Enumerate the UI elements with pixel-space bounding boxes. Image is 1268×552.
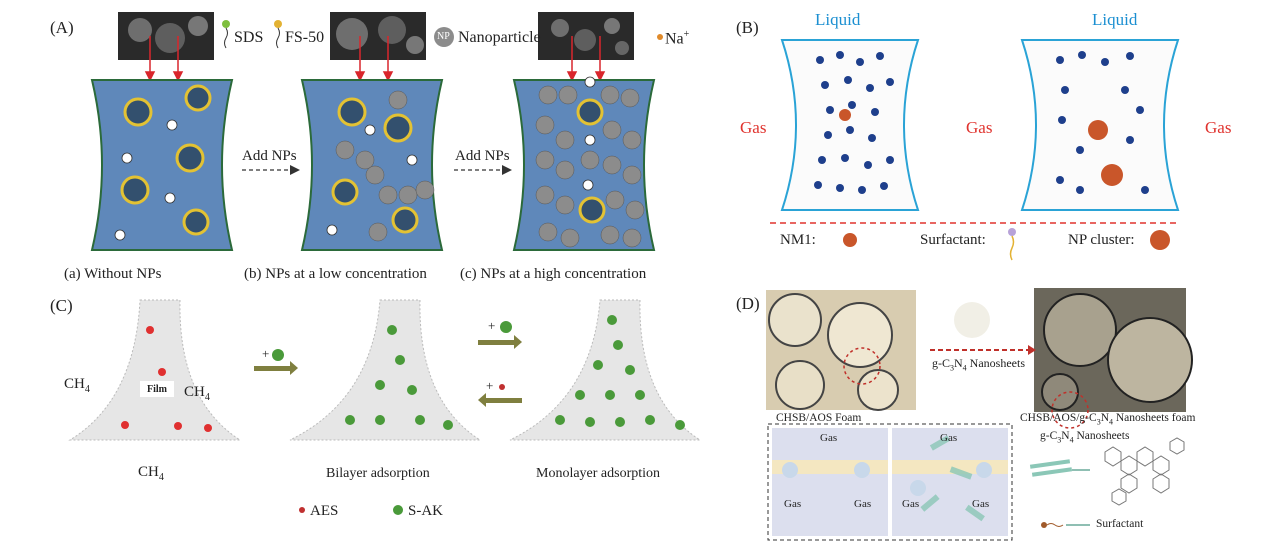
- legend-fs50-label: FS-50: [285, 29, 325, 46]
- bilayer-label: Bilayer adsorption: [326, 466, 430, 481]
- add-nps-label-2: Add NPs: [455, 148, 510, 164]
- zoom-gas-5: Gas: [902, 498, 920, 510]
- gas-label-right: Gas: [1205, 118, 1232, 137]
- panel-d-label: (D): [736, 294, 760, 313]
- monolayer-label: Monolayer adsorption: [536, 466, 661, 481]
- legend-sds-label: SDS: [234, 29, 264, 46]
- na-ion-icon: [657, 34, 663, 40]
- sak-legend-icon: [393, 505, 403, 515]
- plateau-c-middle: [289, 299, 482, 441]
- panel-b-label: (B): [736, 18, 759, 37]
- aes-legend-label: AES: [310, 503, 339, 519]
- legend-nm1-label: NM1:: [780, 232, 816, 248]
- legend-surfactant-d-label: Surfactant: [1096, 518, 1144, 530]
- nanosheets-label: g-C3N4 Nanosheets: [932, 356, 1025, 373]
- caption-a: (a) Without NPs: [64, 266, 162, 282]
- legend-na-label: Na+: [665, 29, 690, 48]
- ch4-bottom: CH4: [138, 464, 164, 483]
- sds-icon: [222, 20, 230, 28]
- panel-a-label: (A): [50, 18, 74, 37]
- caption-b: (b) NPs at a low concentration: [244, 266, 427, 282]
- zoom-gas-2: Gas: [784, 498, 802, 510]
- zoom-gas-3: Gas: [854, 498, 872, 510]
- plus-label-3: +: [486, 378, 494, 393]
- plus-label-1: +: [262, 346, 270, 361]
- legend-np-symbol: NP: [437, 31, 450, 42]
- arrow-c-1: [254, 366, 290, 371]
- np-cluster-icon: [1150, 230, 1170, 250]
- add-nps-label-1: Add NPs: [242, 148, 297, 164]
- plateau-c-left: [68, 299, 242, 441]
- nm1-icon: [843, 233, 857, 247]
- panel-c-label: (C): [50, 296, 73, 315]
- surfactant-icon: [1008, 228, 1016, 236]
- caption-c: (c) NPs at a high concentration: [460, 266, 647, 282]
- plateau-c-right: [509, 299, 702, 441]
- plateau-border-a: [90, 79, 234, 251]
- zoom-gas-1: Gas: [820, 432, 838, 444]
- plus-label-2: +: [488, 318, 496, 333]
- arrow-c-3: [486, 398, 522, 403]
- legend-np-cluster-label: NP cluster:: [1068, 232, 1135, 248]
- zoom-gas-4: Gas: [940, 432, 958, 444]
- composite-foam-label: CHSB/AOS/g-C3N4 Nanosheets foam: [1020, 412, 1196, 427]
- surfactant-legend-icon: [1041, 522, 1047, 528]
- sak-legend-label: S-AK: [408, 503, 444, 519]
- liquid-label-right: Liquid: [1092, 10, 1138, 29]
- nanoparticle-icon: [434, 27, 454, 47]
- fs50-icon: [274, 20, 282, 28]
- gas-label-middle: Gas: [966, 118, 993, 137]
- film-left: [780, 39, 920, 211]
- molecular-structure: [1104, 437, 1185, 506]
- aes-legend-icon: [299, 507, 305, 513]
- ch4-right: CH4: [184, 384, 210, 403]
- ch4-left: CH4: [64, 376, 90, 395]
- sak-add-icon-1: [272, 349, 284, 361]
- legend-surfactant-label: Surfactant:: [920, 232, 986, 248]
- film-label: Film: [147, 384, 167, 395]
- nanosheet-powder-icon: [954, 302, 990, 338]
- legend-nanosheets-label: g-C3N4 Nanosheets: [1040, 430, 1130, 445]
- zoom-gas-6: Gas: [972, 498, 990, 510]
- sak-add-icon-2: [500, 321, 512, 333]
- film-box: [140, 381, 174, 397]
- arrow-c-2: [478, 340, 514, 345]
- zoom-box: [767, 423, 1013, 541]
- chsb-foam-label: CHSB/AOS Foam: [776, 412, 862, 424]
- legend-nanoparticle-label: Nanoparticle: [458, 29, 541, 46]
- gas-label-left: Gas: [740, 118, 767, 137]
- liquid-label-left: Liquid: [815, 10, 861, 29]
- aes-add-icon: [499, 384, 505, 390]
